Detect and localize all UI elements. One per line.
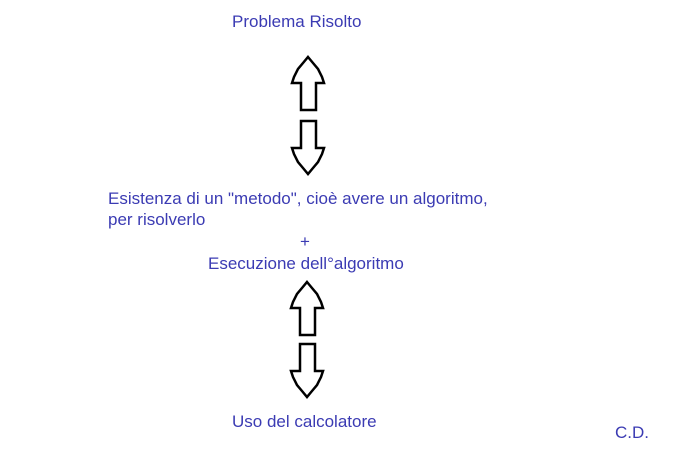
- problem-solved-label: Problema Risolto: [232, 12, 362, 31]
- up-arrow-icon: [289, 280, 325, 337]
- computer-use-label: Uso del calcolatore: [232, 412, 377, 431]
- up-arrow-icon: [290, 55, 326, 112]
- down-arrow-icon: [289, 342, 325, 399]
- method-existence-text-cont: per risolverlo: [108, 210, 206, 229]
- plus-sign: +: [300, 232, 310, 251]
- algorithm-execution-text: Esecuzione dell°algoritmo: [208, 254, 404, 273]
- author-signature: C.D.: [615, 423, 649, 442]
- method-existence-text: Esistenza di un "metodo", cioè avere un …: [108, 189, 488, 208]
- down-arrow-icon: [290, 119, 326, 176]
